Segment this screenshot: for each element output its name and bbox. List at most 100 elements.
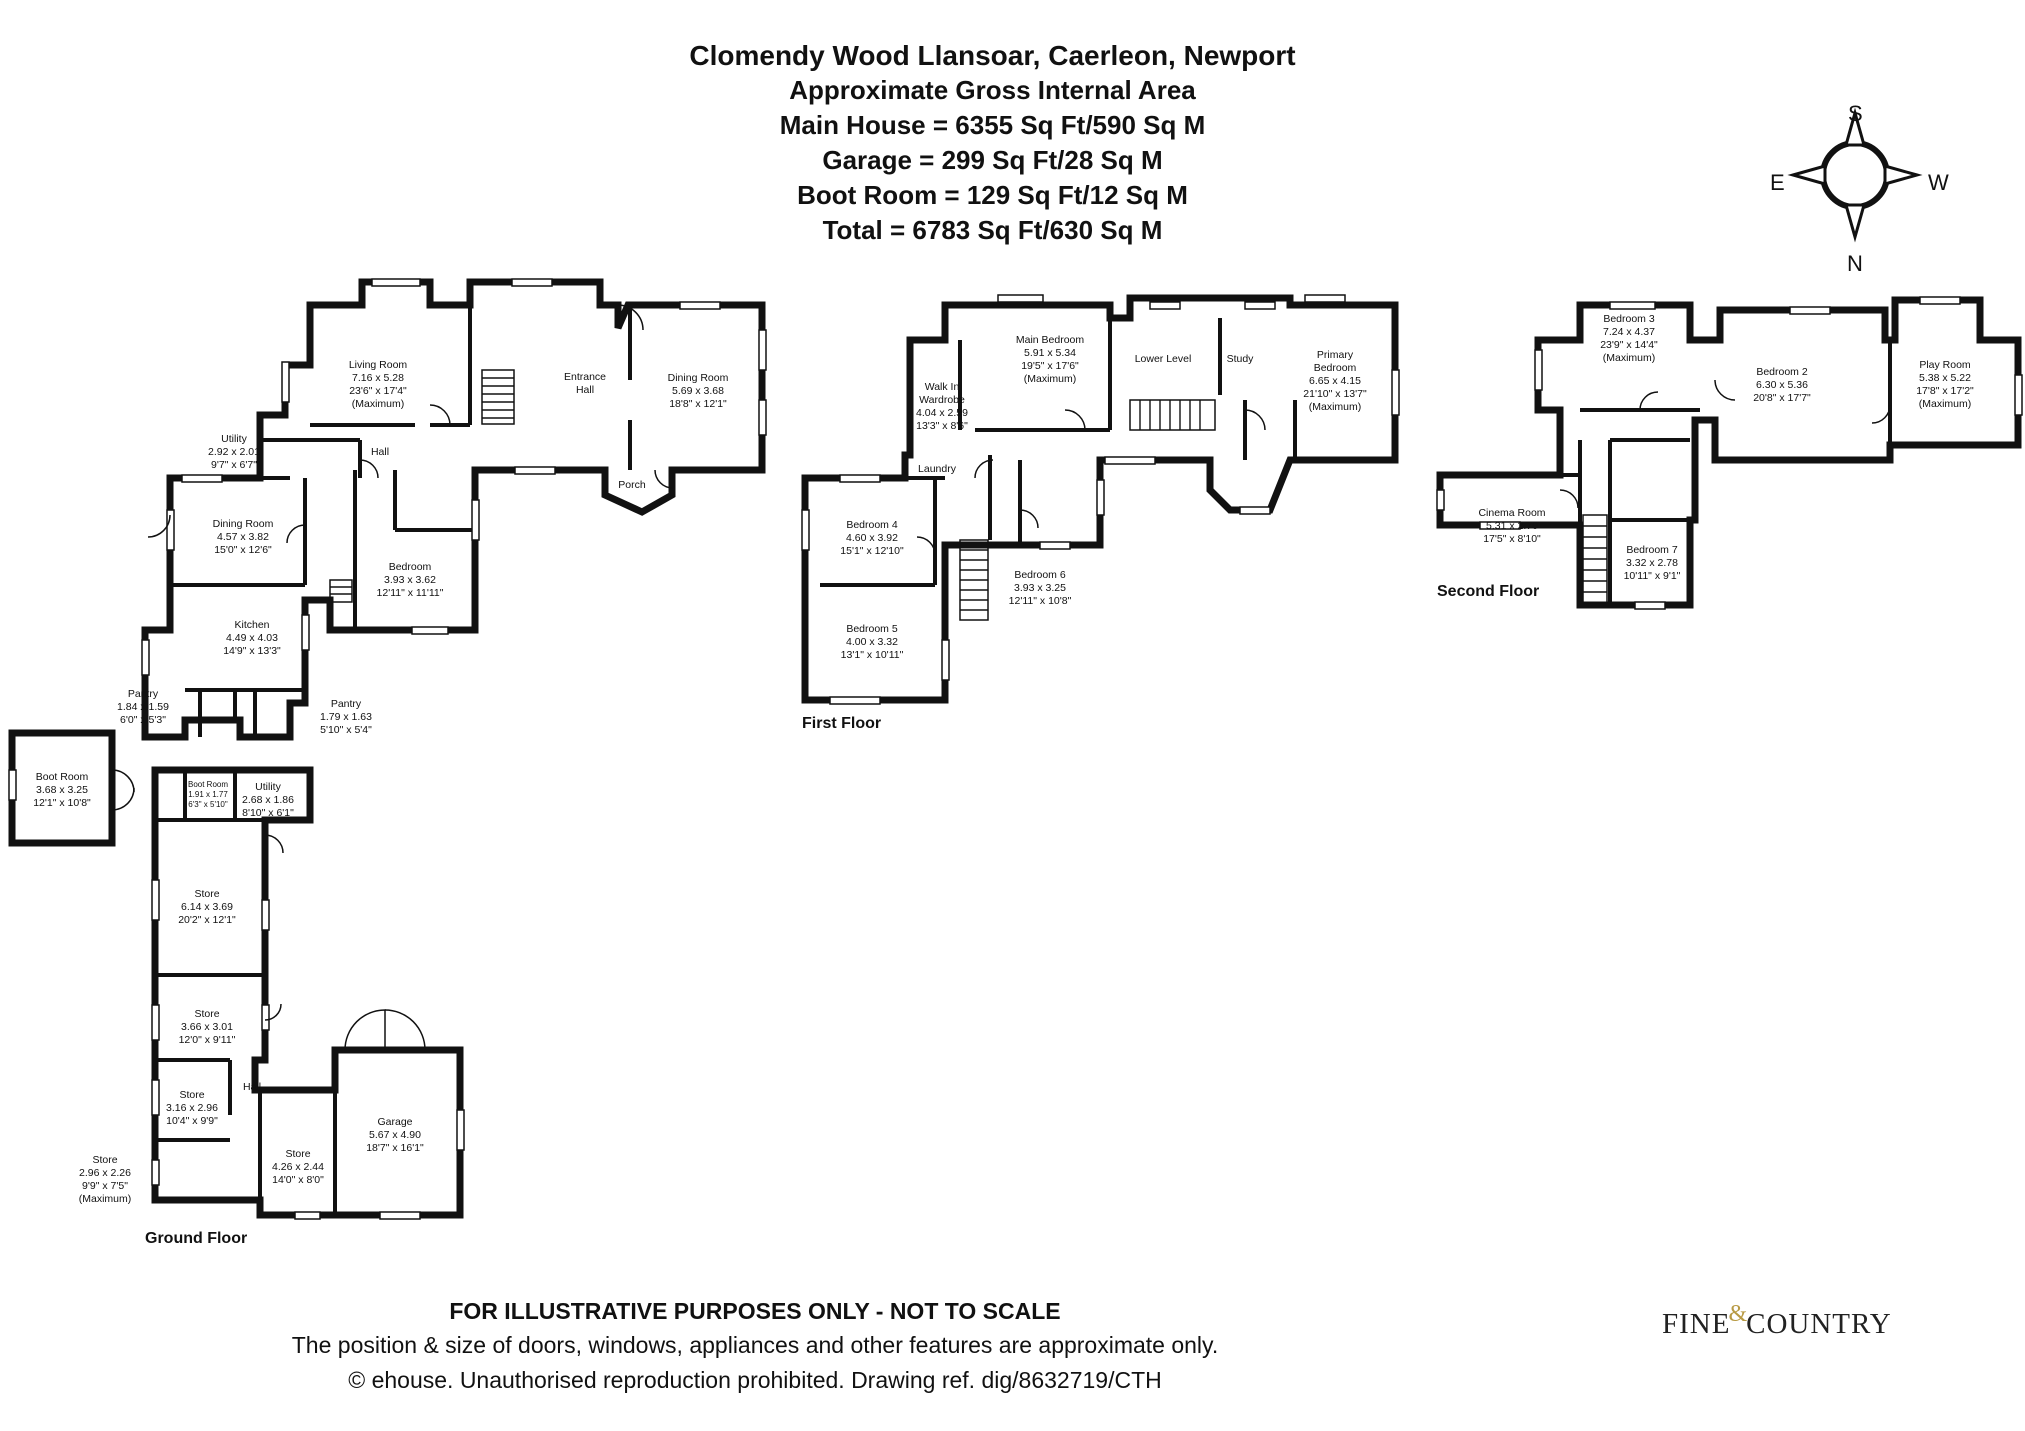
- entrance-hall-name: Entrance: [564, 371, 606, 383]
- store-5-name: Store: [285, 1148, 310, 1160]
- bedroom-3-imperial: 23'9" x 14'4": [1600, 339, 1658, 351]
- boot-room-name: Boot Room: [36, 771, 89, 783]
- dining-room-rear-imperial: 15'0" x 12'6": [214, 544, 272, 556]
- first-floor-label: First Floor: [802, 715, 881, 732]
- outbuilding-interior-walls: [155, 770, 337, 1215]
- ground-floor-stairs: [329, 369, 515, 603]
- boot-room-outline: [8, 729, 116, 847]
- outbuilding-doors: [264, 834, 426, 1051]
- store-4-metric: 2.96 x 2.26: [79, 1167, 131, 1179]
- second-floor-windows: [1436, 296, 2023, 610]
- compass-right-label: W: [1928, 170, 1949, 195]
- store-4-name: Store: [92, 1154, 117, 1166]
- store-4-imperial: 9'9" x 7'5": [82, 1180, 128, 1192]
- main-bedroom-name: Main Bedroom: [1016, 334, 1085, 346]
- outbuilding-windows: [151, 879, 465, 1220]
- pantry-right-imperial: 5'10" x 5'4": [320, 724, 372, 736]
- store-1-imperial: 20'2" x 12'1": [178, 914, 236, 926]
- bedroom-3-name: Bedroom 3: [1603, 313, 1655, 325]
- utility-gf-name: Utility: [221, 433, 247, 445]
- ground-floor-doors: [147, 304, 674, 544]
- second-floor-label: Second Floor: [1437, 583, 1539, 600]
- bedroom-2-metric: 6.30 x 5.36: [1756, 379, 1808, 391]
- compass-top-label: S: [1848, 101, 1863, 126]
- bedroom-3-metric: 7.24 x 4.37: [1603, 326, 1655, 338]
- bedroom-5-name: Bedroom 5: [846, 623, 898, 635]
- bedroom-5-metric: 4.00 x 3.32: [846, 636, 898, 648]
- ground-floor-outline: [141, 278, 766, 741]
- pantry-left-imperial: 6'0" x 5'3": [120, 714, 166, 726]
- dining-room-front-name: Dining Room: [668, 372, 729, 384]
- plan-subtitle: Approximate Gross Internal Area: [789, 75, 1196, 105]
- area-boot-room: Boot Room = 129 Sq Ft/12 Sq M: [797, 180, 1188, 210]
- study-name: Study: [1227, 353, 1255, 365]
- second-floor-outline: [1436, 296, 2022, 609]
- dining-room-front-metric: 5.69 x 3.68: [672, 385, 724, 397]
- walk-in-wardrobe-name-2: Wardrobe: [919, 394, 965, 406]
- store-3-imperial: 10'4" x 9'9": [166, 1115, 218, 1127]
- kitchen-imperial: 14'9" x 13'3": [223, 645, 281, 657]
- bedroom-7-imperial: 10'11" x 9'1": [1624, 570, 1681, 582]
- primary-bedroom-name-2: Bedroom: [1314, 362, 1357, 374]
- living-room-note: (Maximum): [352, 398, 405, 410]
- outbuilding-plan: Boot Room 1.91 x 1.77 6'3" x 5'10" Utili…: [79, 766, 465, 1220]
- entrance-hall-name-2: Hall: [576, 384, 594, 396]
- walk-in-wardrobe-metric: 4.04 x 2.59: [916, 407, 968, 419]
- bedroom-gf-metric: 3.93 x 3.62: [384, 574, 436, 586]
- logo-ampersand: &: [1728, 1301, 1749, 1327]
- ground-floor-windows: [141, 278, 767, 676]
- bedroom-2-name: Bedroom 2: [1756, 366, 1808, 378]
- ground-floor-label: Ground Floor: [145, 1230, 247, 1247]
- bedroom-gf-imperial: 12'11" x 11'11": [377, 587, 444, 599]
- second-floor-stairs: [1582, 514, 1608, 604]
- store-4-note: (Maximum): [79, 1193, 132, 1205]
- pantry-right-name: Pantry: [331, 698, 362, 710]
- bedroom-6-imperial: 12'11" x 10'8": [1009, 595, 1072, 607]
- garage-imperial: 18'7" x 16'1": [366, 1142, 424, 1154]
- dining-room-rear-metric: 4.57 x 3.82: [217, 531, 269, 543]
- main-bedroom-metric: 5.91 x 5.34: [1024, 347, 1076, 359]
- bedroom-7-name: Bedroom 7: [1626, 544, 1678, 556]
- living-room-metric: 7.16 x 5.28: [352, 372, 404, 384]
- utility-gf-imperial: 9'7" x 6'7": [211, 459, 257, 471]
- compass-icon: [1787, 107, 1923, 243]
- hall-outbuilding-name: Hall: [243, 1081, 261, 1093]
- store-2-name: Store: [194, 1008, 219, 1020]
- primary-bedroom-metric: 6.65 x 4.15: [1309, 375, 1361, 387]
- footer-copyright: © ehouse. Unauthorised reproduction proh…: [348, 1367, 1162, 1393]
- pantry-left-metric: 1.84 x 1.59: [117, 701, 169, 713]
- play-room-note: (Maximum): [1919, 398, 1972, 410]
- bedroom-3-note: (Maximum): [1603, 352, 1656, 364]
- walk-in-wardrobe-name: Walk In: [925, 381, 960, 393]
- store-1-metric: 6.14 x 3.69: [181, 901, 233, 913]
- ground-floor-plan: Living Room 7.16 x 5.28 23'6" x 17'4" (M…: [117, 278, 767, 741]
- kitchen-name: Kitchen: [234, 619, 269, 631]
- first-floor-doors: [916, 409, 1266, 556]
- main-bedroom-note: (Maximum): [1024, 373, 1077, 385]
- play-room-metric: 5.38 x 5.22: [1919, 372, 1971, 384]
- utility-outbuilding-metric: 2.68 x 1.86: [242, 794, 294, 806]
- walk-in-wardrobe-imperial: 13'3" x 8'6": [916, 420, 968, 432]
- utility-outbuilding-name: Utility: [255, 781, 281, 793]
- fine-and-country-logo: FINE&COUNTRY: [1662, 1301, 1892, 1354]
- boot-room-small-metric: 1.91 x 1.77: [188, 790, 228, 799]
- bedroom-4-metric: 4.60 x 3.92: [846, 532, 898, 544]
- pantry-left-name: Pantry: [128, 688, 159, 700]
- cinema-room-name: Cinema Room: [1478, 507, 1545, 519]
- porch-name: Porch: [618, 479, 646, 491]
- play-room-name: Play Room: [1919, 359, 1971, 371]
- bedroom-gf-name: Bedroom: [389, 561, 432, 573]
- dining-room-rear-name: Dining Room: [213, 518, 274, 530]
- living-room-name: Living Room: [349, 359, 408, 371]
- bedroom-4-imperial: 15'1" x 12'10": [840, 545, 904, 557]
- boot-room-small-name: Boot Room: [188, 780, 228, 789]
- lower-level-name: Lower Level: [1135, 353, 1192, 365]
- compass-bottom-label: N: [1847, 251, 1863, 275]
- header: Clomendy Wood Llansoar, Caerleon, Newpor…: [0, 38, 2005, 248]
- second-floor-doors: [1559, 379, 1891, 509]
- store-1-name: Store: [194, 888, 219, 900]
- logo-word-right: COUNTRY: [1746, 1308, 1892, 1340]
- store-5-metric: 4.26 x 2.44: [272, 1161, 324, 1173]
- store-2-imperial: 12'0" x 9'11": [179, 1034, 236, 1046]
